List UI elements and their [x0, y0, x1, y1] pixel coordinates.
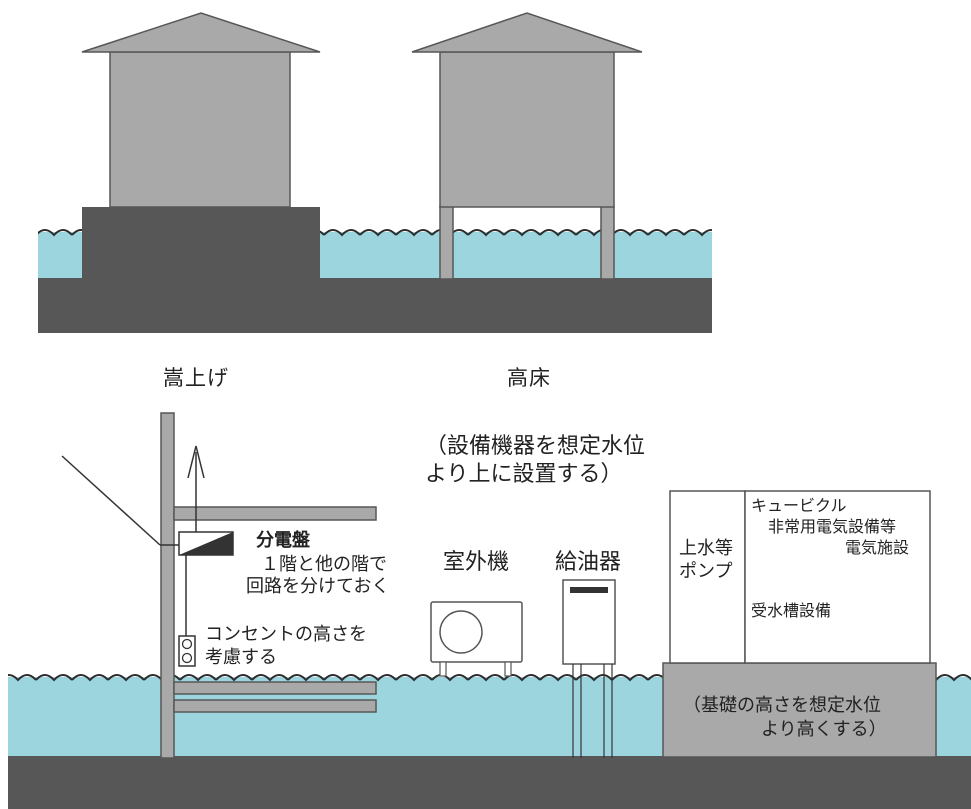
- outdoor-unit-icon: [430, 601, 523, 677]
- raised-ground-house: [81, 12, 321, 280]
- water-pump-line1: 上水等: [679, 538, 733, 559]
- pillar-left: [439, 205, 454, 280]
- house-body-right: [439, 51, 615, 208]
- oil-heater-label: 給油器: [555, 550, 622, 575]
- house-roof-right: [411, 12, 643, 53]
- cubicle-line2: 非常用電気設備等: [768, 517, 897, 536]
- cubicle-room: [744, 490, 931, 664]
- bottom-panel: [8, 412, 971, 809]
- elevated-floor-house: [411, 12, 643, 280]
- oil-heater-icon: [562, 579, 616, 758]
- bottom-ground: [8, 756, 971, 809]
- foundation-note-line2: より高くする）: [761, 719, 887, 740]
- equipment-note-line1: （設備機器を想定水位: [425, 434, 646, 459]
- tank-label: 受水槽設備: [751, 601, 832, 620]
- outlet-icon: [178, 635, 196, 667]
- foundation-note-line1: （基礎の高さを想定水位: [683, 695, 881, 716]
- raised-ground-caption: 嵩上げ: [163, 366, 229, 390]
- house-roof-left: [81, 12, 321, 53]
- top-ground: [38, 278, 712, 333]
- up-arrow-icon: [187, 445, 205, 479]
- outlet-note-line2: 考慮する: [205, 647, 277, 668]
- outlet-note-line1: コンセントの高さを: [205, 624, 367, 645]
- distribution-board-title: 分電盤: [256, 530, 310, 551]
- equipment-note-line2: より上に設置する）: [425, 462, 623, 487]
- raised-base: [82, 207, 320, 280]
- lower-floor-slab-1: [173, 681, 377, 695]
- top-panel: [38, 12, 712, 333]
- cubicle-line3: 電気施設: [845, 538, 910, 557]
- upper-floor-slab: [173, 506, 377, 521]
- cubicle-line1: キュービクル: [751, 496, 847, 515]
- elevated-floor-caption: 高床: [507, 366, 551, 390]
- water-pump-line2: ポンプ: [679, 561, 733, 582]
- pillar-right: [600, 205, 615, 280]
- distribution-board-line2: 回路を分けておく: [246, 576, 390, 597]
- outdoor-unit-label: 室外機: [443, 550, 510, 575]
- power-line-diagonal: [61, 455, 161, 546]
- building-wall: [160, 412, 175, 759]
- pump-room: [669, 490, 746, 664]
- distribution-board-icon: [178, 531, 234, 556]
- building-frame: [160, 412, 377, 759]
- distribution-board-line1: １階と他の階で: [261, 554, 387, 575]
- lower-floor-slab-2: [173, 699, 377, 713]
- foundation-block: [662, 662, 937, 758]
- house-body-left: [109, 51, 291, 208]
